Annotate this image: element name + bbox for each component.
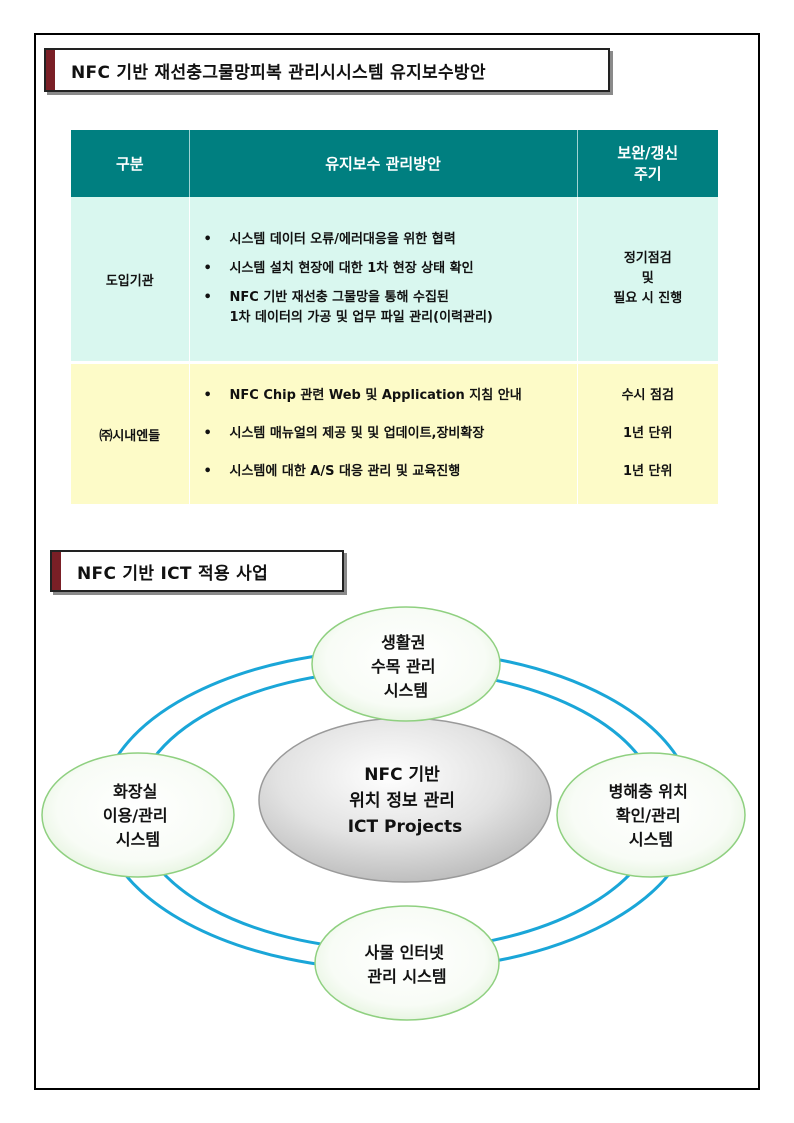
list-item: •시스템 매뉴얼의 제공 및 및 업데이트,장비확장 xyxy=(200,424,577,444)
row-items: •시스템 데이터 오류/에러대응을 위한 협력 •시스템 설치 현장에 대한 1… xyxy=(189,197,578,364)
header-method: 유지보수 관리방안 xyxy=(189,130,578,197)
bullet-icon: • xyxy=(203,388,212,403)
node-right xyxy=(556,752,746,878)
row-cycle: 정기점검 및 필요 시 진행 xyxy=(577,197,718,364)
table-header-row: 구분 유지보수 관리방안 보완/갱신 주기 xyxy=(71,130,718,197)
bullet-icon: • xyxy=(203,290,212,305)
bullet-icon: • xyxy=(203,426,212,441)
title-accent-bar xyxy=(46,50,55,90)
bullet-icon: • xyxy=(203,261,212,276)
table-row: 도입기관 •시스템 데이터 오류/에러대응을 위한 협력 •시스템 설치 현장에… xyxy=(71,197,718,364)
table-row: ㈜시내엔들 •NFC Chip 관련 Web 및 Application 지침 … xyxy=(71,362,718,504)
header-cycle: 보완/갱신 주기 xyxy=(577,130,718,197)
list-item: •시스템 데이터 오류/에러대응을 위한 협력 xyxy=(200,230,577,250)
node-left xyxy=(41,752,235,878)
header-category: 구분 xyxy=(71,130,190,197)
page-frame xyxy=(34,33,760,1090)
center-node-label: NFC 기반 위치 정보 관리 ICT Projects xyxy=(348,765,463,837)
row-cycle: 수시 점검 1년 단위 1년 단위 xyxy=(577,362,718,504)
section-title-maintenance: NFC 기반 재선충그물망피복 관리시시스템 유지보수방안 xyxy=(44,48,610,92)
section-title-text: NFC 기반 ICT 적용 사업 xyxy=(77,563,269,584)
row-items: •NFC Chip 관련 Web 및 Application 지침 안내 •시스… xyxy=(189,362,578,504)
list-item: •시스템에 대한 A/S 대응 관리 및 교육진행 xyxy=(200,462,577,482)
node-right-label: 병해충 위치 확인/관리 시스템 xyxy=(609,782,694,849)
row-category: 도입기관 xyxy=(71,197,190,364)
node-bottom-label: 사물 인터넷 관리 시스템 xyxy=(365,943,450,986)
node-left-label: 화장실 이용/관리 시스템 xyxy=(103,782,173,849)
node-bottom xyxy=(314,905,500,1021)
node-top xyxy=(311,606,501,722)
title-accent-bar xyxy=(52,552,61,590)
list-item: •시스템 설치 현장에 대한 1차 현장 상태 확인 xyxy=(200,259,577,279)
bullet-icon: • xyxy=(203,464,212,479)
bullet-icon: • xyxy=(203,232,212,247)
section-title-ict: NFC 기반 ICT 적용 사업 xyxy=(50,550,344,592)
node-top-label: 생활권 수목 관리 시스템 xyxy=(371,633,441,700)
section-title-text: NFC 기반 재선충그물망피복 관리시시스템 유지보수방안 xyxy=(71,62,486,83)
maintenance-table: 구분 유지보수 관리방안 보완/갱신 주기 도입기관 •시스템 데이터 오류/에… xyxy=(71,130,718,504)
row-category: ㈜시내엔들 xyxy=(71,362,190,504)
list-item: •NFC 기반 재선충 그물망을 통해 수집된 1차 데이터의 가공 및 업무 … xyxy=(203,290,493,325)
list-item: •NFC Chip 관련 Web 및 Application 지침 안내 xyxy=(200,386,577,406)
